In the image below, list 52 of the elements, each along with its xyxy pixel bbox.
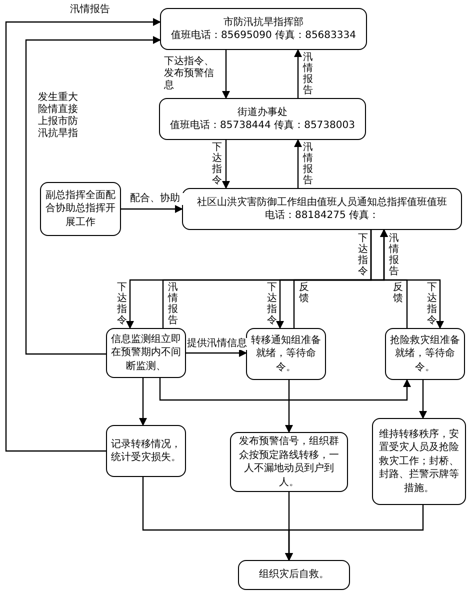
box-text: 抢险救灾组准备就绪，等待命令。 xyxy=(390,334,460,374)
edge-label: 下达指令 xyxy=(212,142,222,186)
arrow xyxy=(294,49,302,98)
process-box xyxy=(385,328,465,380)
box-text: 市防汛抗旱指挥部 xyxy=(224,16,304,29)
edge-label: 汛情报告 xyxy=(168,282,178,326)
process-box xyxy=(40,182,121,236)
box-text: 组织灾后自救。 xyxy=(259,568,329,582)
box-text: 发布预警信号，组织群众按预定路线转移，一人不漏地动员到户到人。 xyxy=(238,435,340,489)
arrow xyxy=(5,18,161,452)
process-box xyxy=(160,8,367,50)
box-text: 社区山洪灾害防御工作组由值班人员通知总指挥值班值班 xyxy=(197,196,447,209)
box-text: 街道办事处 xyxy=(238,106,288,119)
arrow xyxy=(139,378,147,426)
line-note: 汛情报告 xyxy=(389,233,399,277)
arrow xyxy=(419,380,427,419)
arrow xyxy=(222,50,230,99)
process-box xyxy=(372,418,466,505)
edge-label: 汛情报告 xyxy=(303,142,313,186)
arrow xyxy=(186,349,247,357)
line-note: 下达指令 xyxy=(358,233,368,277)
box-text: 记录转移情况，统计受灾损失。 xyxy=(111,438,181,464)
edge-label: 提供汛情信息 xyxy=(187,338,247,350)
arrow xyxy=(159,378,411,401)
arrow xyxy=(370,230,444,329)
box-text: 转移通知组准备就绪，等待命令。 xyxy=(251,334,321,374)
edge-label: 下达指令 xyxy=(427,282,437,326)
arrow xyxy=(285,505,424,561)
process-box xyxy=(106,425,186,477)
box-text: 信息监测组立即在预警期内不间断监测、 xyxy=(111,332,181,374)
edge-label: 反馈 xyxy=(393,282,403,304)
arrow xyxy=(121,205,183,213)
edge-label: 汛情报告 xyxy=(303,52,313,96)
arrow xyxy=(294,139,302,188)
edge-label: 下达指令 xyxy=(117,282,127,326)
arrow xyxy=(285,380,293,433)
box-text: 值班电话：85695090 传真：85683334 xyxy=(171,29,356,42)
box-text: 维持转移秩序，安置受灾人员及抢险救灾工作；封桥、封路、拦警示牌等措施。 xyxy=(378,428,460,496)
process-box xyxy=(159,98,366,140)
box-text: 副总指挥全面配合协助总指挥开展工作 xyxy=(45,188,116,230)
box-text: 值班电话：85738444 传真：85738003 xyxy=(170,119,355,132)
process-box xyxy=(230,432,348,492)
process-box xyxy=(246,328,326,380)
box-text: 电话：88184275 传真： xyxy=(264,209,380,222)
arrow xyxy=(380,229,408,328)
edge-label: 反馈 xyxy=(299,282,309,304)
arrow xyxy=(25,36,161,355)
process-box xyxy=(182,188,462,230)
process-box xyxy=(238,560,350,590)
edge-label: 下达指令 xyxy=(267,282,277,326)
arrow xyxy=(222,140,230,189)
edge-label: 配合、协助 xyxy=(130,193,184,205)
